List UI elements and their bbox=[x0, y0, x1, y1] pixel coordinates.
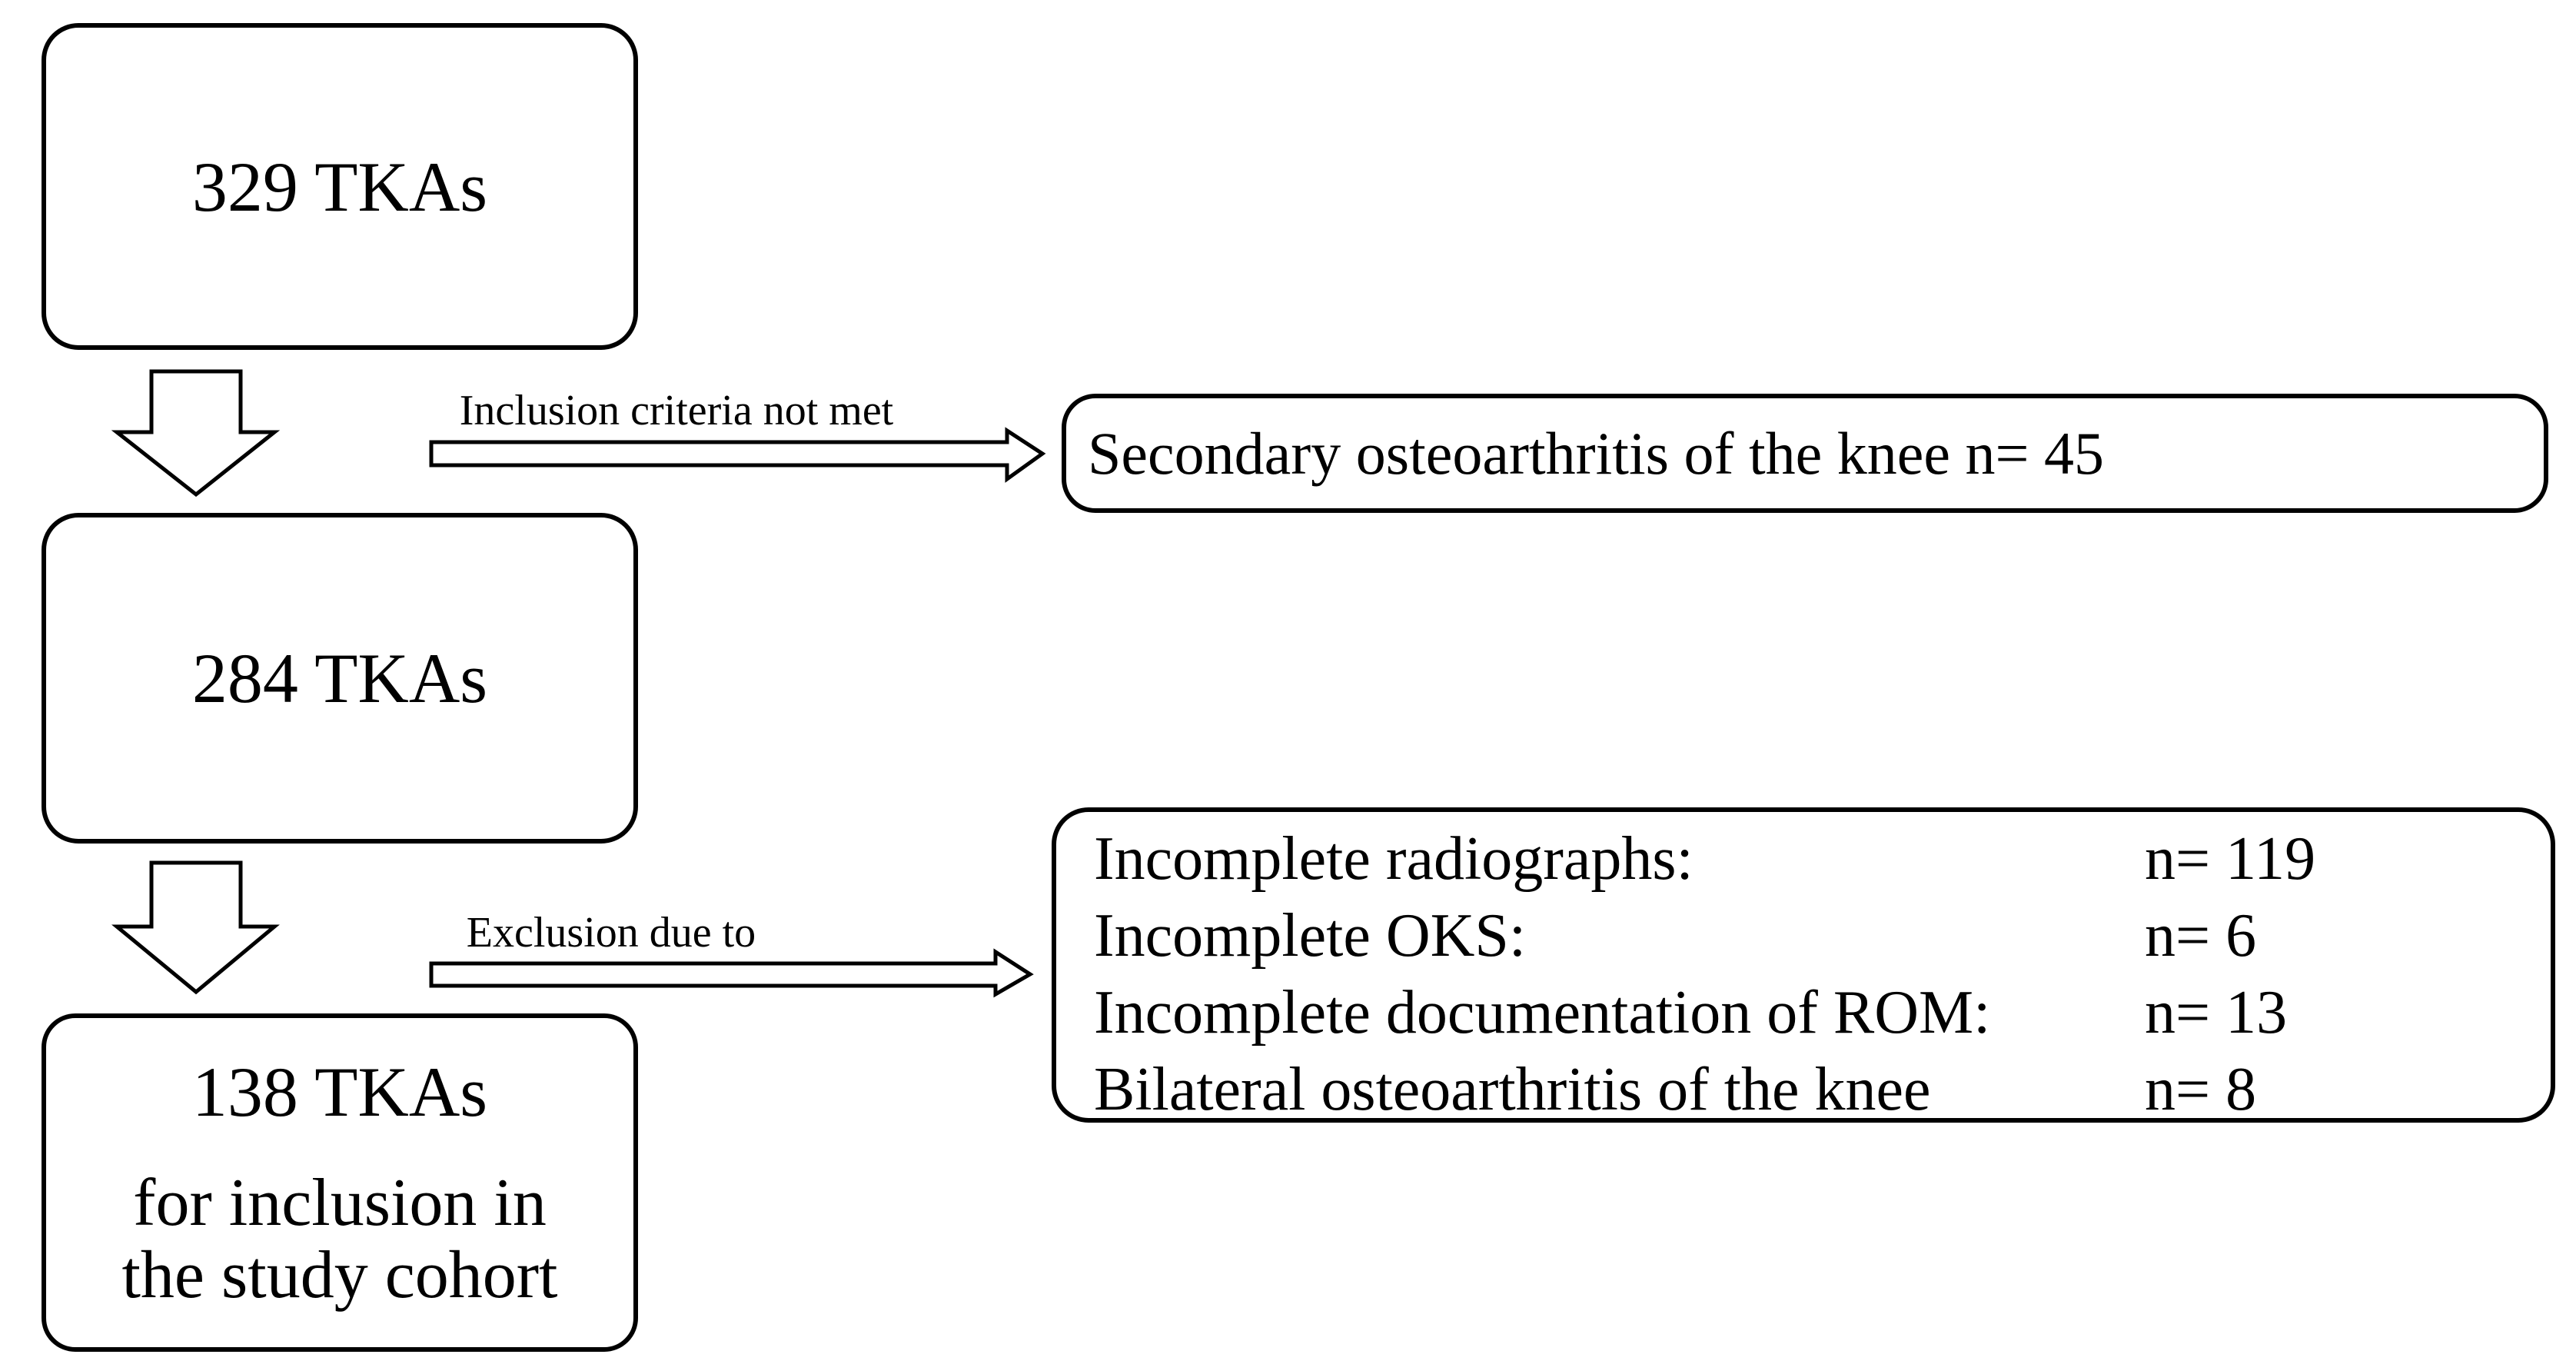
cohort-box-138-label: 138 TKAs bbox=[191, 1053, 488, 1131]
cohort-box-138-subtext-line2: the study cohort bbox=[121, 1238, 558, 1313]
cohort-box-138-subtext: for inclusion in the study cohort bbox=[46, 1167, 633, 1312]
exclusion-reason-text: Incomplete OKS: bbox=[1094, 902, 1527, 970]
exclusion-reason-count: n= 119 bbox=[2145, 825, 2316, 893]
down-arrow-icon bbox=[111, 860, 280, 995]
exclusion-reasons-box: Incomplete radiographs: n= 119 Incomplet… bbox=[1052, 807, 2555, 1123]
exclusion-reason-text: Incomplete radiographs: bbox=[1094, 825, 1694, 893]
cohort-box-138-subtext-line1: for inclusion in bbox=[133, 1166, 547, 1240]
exclusion-reason-count: n= 6 bbox=[2145, 902, 2257, 970]
exclusion-reason-count: n= 13 bbox=[2145, 979, 2288, 1047]
exclusion-reason-row: Incomplete OKS: n= 6 bbox=[1094, 897, 2551, 974]
cohort-box-284-label: 284 TKAs bbox=[191, 639, 488, 717]
exclusion-reason-row: Incomplete radiographs: n= 119 bbox=[1094, 820, 2551, 897]
arrow1-label: Inclusion criteria not met bbox=[459, 387, 894, 434]
exclusion-reason-text: Bilateral osteoarthritis of the knee bbox=[1094, 1056, 1931, 1123]
excluded-secondary-oa-text: Secondary osteoarthritis of the knee n= … bbox=[1088, 419, 2104, 487]
cohort-box-284-tkas: 284 TKAs bbox=[42, 513, 638, 844]
exclusion-reason-row: Bilateral osteoarthritis of the knee n= … bbox=[1094, 1051, 2551, 1128]
right-arrow-icon bbox=[429, 948, 1034, 998]
excluded-secondary-oa-box: Secondary osteoarthritis of the knee n= … bbox=[1062, 394, 2548, 513]
right-arrow-icon bbox=[429, 427, 1046, 483]
cohort-box-329-label: 329 TKAs bbox=[191, 147, 488, 226]
arrow2-label: Exclusion due to bbox=[466, 909, 756, 957]
down-arrow-icon bbox=[111, 369, 281, 497]
cohort-box-329-tkas: 329 TKAs bbox=[42, 23, 638, 350]
cohort-box-138-tkas: 138 TKAs for inclusion in the study coho… bbox=[42, 1013, 638, 1352]
exclusion-reason-count: n= 8 bbox=[2145, 1056, 2257, 1123]
exclusion-reason-row: Incomplete documentation of ROM: n= 13 bbox=[1094, 974, 2551, 1051]
exclusion-reason-text: Incomplete documentation of ROM: bbox=[1094, 979, 1991, 1047]
